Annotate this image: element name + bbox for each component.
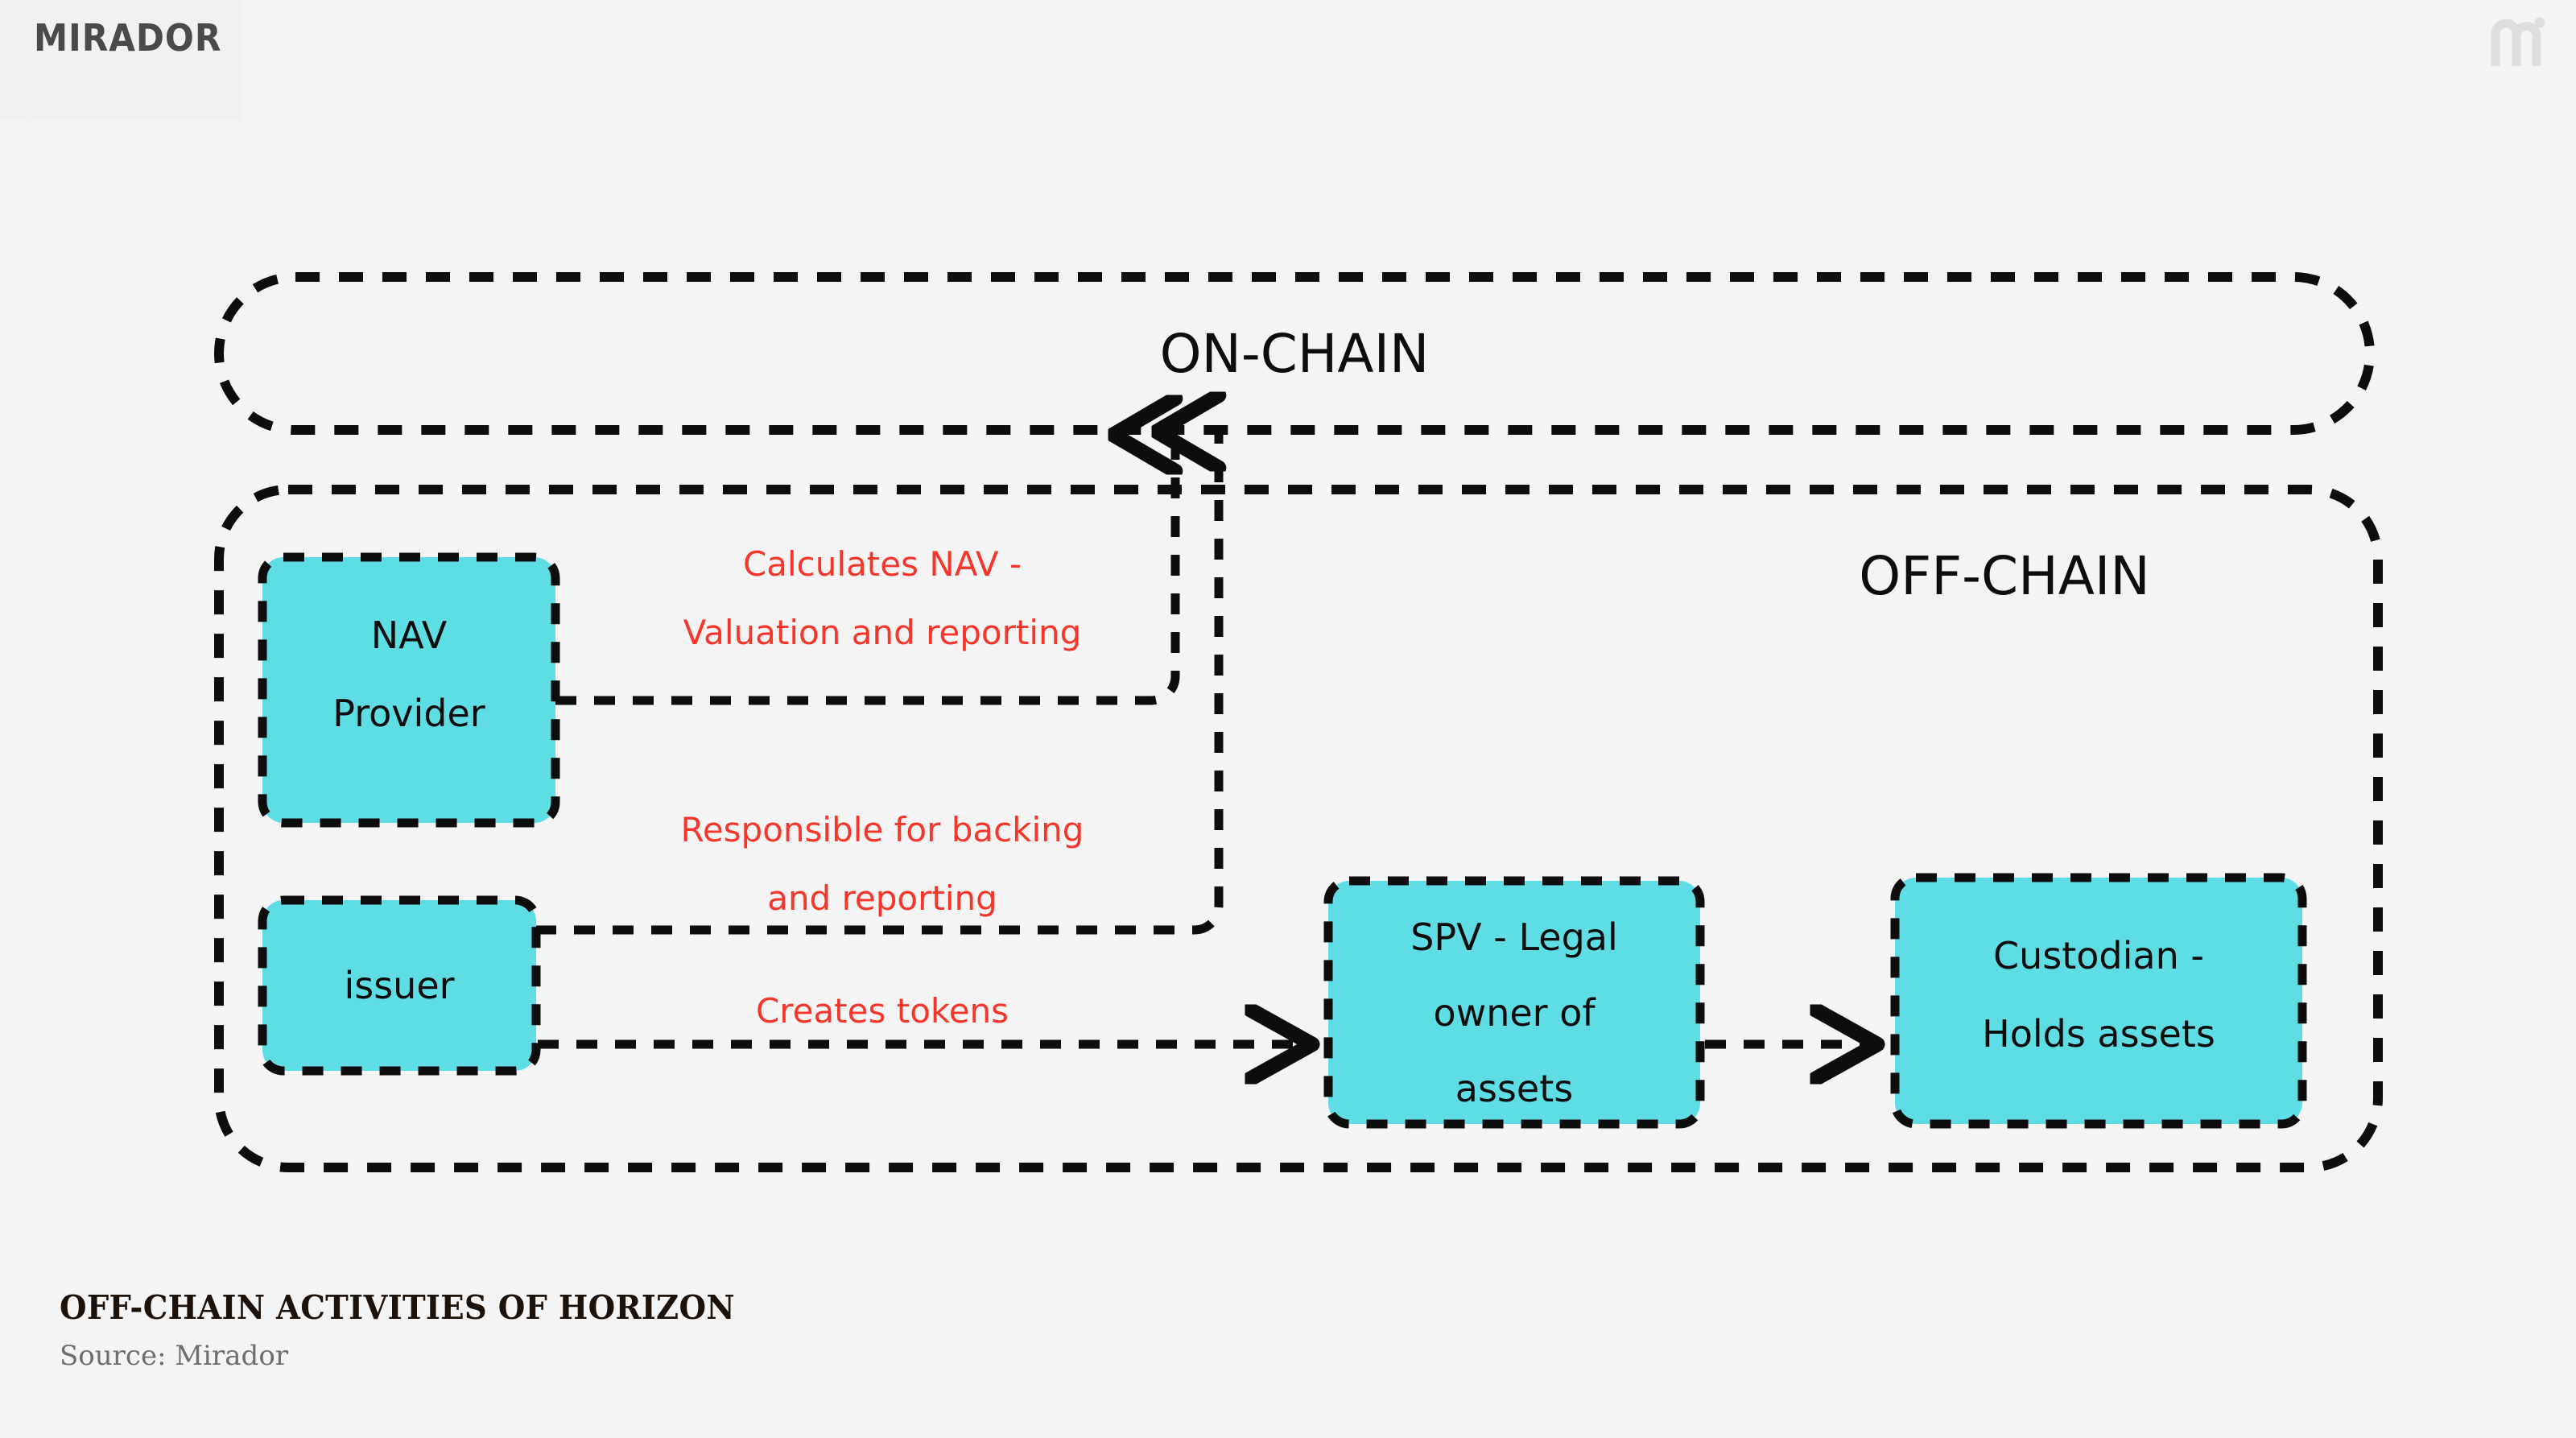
- mirador-m-monogram-icon: [2491, 17, 2545, 66]
- node-spv-label-line2: owner of: [1433, 991, 1596, 1035]
- node-custodian-box[interactable]: [1890, 873, 2307, 1129]
- node-nav-provider-label-line2: Provider: [332, 692, 485, 735]
- node-nav-provider[interactable]: NAV Provider: [258, 552, 560, 828]
- caption: OFF-CHAIN ACTIVITIES OF HORIZON Source: …: [60, 1288, 778, 1372]
- edge-issuer-to-onchain-label-line1: Responsible for backing: [681, 810, 1084, 849]
- node-issuer-label: issuer: [344, 964, 454, 1007]
- caption-source: Source: Mirador: [60, 1340, 289, 1372]
- mirador-wordmark: MIRADOR: [34, 16, 222, 60]
- zone-off-chain-outline: [214, 485, 2383, 1172]
- zone-on-chain: ON-CHAIN: [214, 272, 2375, 435]
- zone-off-chain: OFF-CHAIN: [214, 485, 2383, 1172]
- node-issuer[interactable]: issuer: [258, 895, 541, 1076]
- edge-issuer-to-onchain: Responsible for backing and reporting: [535, 432, 1219, 935]
- node-spv-box[interactable]: [1323, 876, 1705, 1129]
- node-spv-label-line3: assets: [1455, 1067, 1573, 1110]
- node-custodian-label-line2: Holds assets: [1982, 1012, 2215, 1056]
- zone-on-chain-outline: [214, 272, 2375, 435]
- node-custodian-label-line1: Custodian -: [1993, 934, 2204, 977]
- edge-nav-to-onchain-label-line2: Valuation and reporting: [683, 613, 1082, 652]
- node-spv-label-line1: SPV - Legal: [1410, 915, 1618, 959]
- edge-issuer-to-spv: Creates tokens: [538, 991, 1311, 1044]
- edge-nav-to-onchain: Calculates NAV - Valuation and reporting: [555, 435, 1175, 705]
- node-spv[interactable]: SPV - Legal owner of assets: [1323, 876, 1705, 1129]
- edge-nav-to-onchain-label-line1: Calculates NAV -: [743, 544, 1022, 584]
- zone-off-chain-label: OFF-CHAIN: [1859, 545, 2149, 607]
- edge-issuer-to-onchain-line: [535, 432, 1219, 935]
- node-nav-provider-box[interactable]: [258, 552, 560, 828]
- edge-nav-to-onchain-line: [555, 435, 1175, 705]
- node-custodian[interactable]: Custodian - Holds assets: [1890, 873, 2307, 1129]
- zone-on-chain-label: ON-CHAIN: [1160, 323, 1430, 385]
- edge-issuer-to-spv-label: Creates tokens: [756, 991, 1009, 1031]
- edge-issuer-to-onchain-label-line2: and reporting: [767, 878, 997, 918]
- caption-title: OFF-CHAIN ACTIVITIES OF HORIZON: [60, 1288, 735, 1327]
- node-issuer-box[interactable]: [258, 895, 541, 1076]
- node-nav-provider-label-line1: NAV: [371, 614, 448, 657]
- off-chain-activities-diagram: ON-CHAIN OFF-CHAIN Calculates NAV - Valu…: [214, 272, 2383, 1172]
